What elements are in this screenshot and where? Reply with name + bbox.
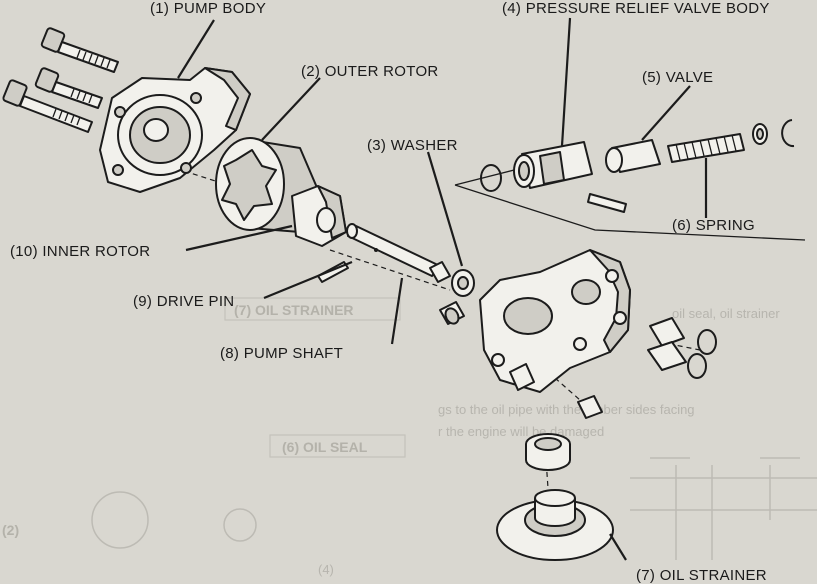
pump-bolts (2, 27, 119, 133)
bolt-middle (34, 67, 103, 109)
leader-washer (426, 151, 464, 267)
leader-pump-shaft (390, 277, 404, 345)
dowel-pin-lower (577, 395, 603, 419)
washer (451, 269, 475, 297)
pump-body (99, 67, 251, 193)
oil-strainer (496, 489, 614, 561)
snap-ring (781, 119, 795, 148)
label-drive-pin: (9) DRIVE PIN (133, 293, 234, 310)
ghost-note-line-1: oil seal, oil strainer (672, 306, 780, 321)
label-valve: (5) VALVE (642, 69, 713, 86)
relief-valve-o-ring (480, 164, 502, 192)
leader-outer-rotor (261, 77, 321, 141)
leader-relief-valve-body (560, 17, 572, 147)
ghost-ref-4: (4) (318, 562, 334, 577)
ghost-oil-strainer-text: (7) OIL STRAINER (234, 302, 354, 318)
spring-washer (752, 123, 768, 145)
leader-inner-rotor (185, 224, 293, 252)
pressure-relief-valve-body (513, 141, 593, 189)
leader-pump-body (177, 19, 215, 79)
sleeve-left (439, 301, 465, 325)
inner-rotor (291, 185, 347, 247)
label-oil-strainer: (7) OIL STRAINER (636, 567, 767, 584)
relief-valve (605, 139, 661, 173)
label-pump-shaft: (8) PUMP SHAFT (220, 345, 343, 362)
collar-upper (649, 317, 685, 347)
pump-shaft (346, 223, 451, 283)
ghost-note-line-3: r the engine will be damaged (438, 424, 604, 439)
relief-valve-spring (667, 133, 745, 163)
leader-lines (177, 17, 708, 561)
ghost-pipe-sketch (91, 457, 817, 560)
label-pressure-relief-valve-body: (4) PRESSURE RELIEF VALVE BODY (502, 0, 770, 17)
ghost-note-line-2: gs to the oil pipe with the rubber sides… (438, 402, 695, 417)
leader-valve (641, 85, 691, 141)
label-pump-body: (1) PUMP BODY (150, 0, 266, 17)
leader-drive-pin (263, 260, 353, 300)
collar-lower (647, 341, 687, 371)
label-washer: (3) WASHER (367, 137, 458, 154)
label-outer-rotor: (2) OUTER ROTOR (301, 63, 439, 80)
bolt-bottom (2, 79, 93, 133)
bolt-top (40, 27, 119, 73)
pump-cover (479, 249, 631, 393)
label-spring: (6) SPRING (672, 217, 755, 234)
part-labels: (1) PUMP BODY (2) OUTER ROTOR (3) WASHER… (10, 0, 770, 584)
leader-oil-strainer (609, 533, 627, 561)
relief-valve-roll-pin (587, 193, 627, 213)
ghost-ref-12: (2) (2, 522, 19, 538)
ghost-oil-seal-text: (6) OIL SEAL (282, 439, 368, 455)
o-ring-upper (697, 329, 717, 355)
o-ring-lower (687, 353, 707, 379)
label-inner-rotor: (10) INNER ROTOR (10, 243, 150, 260)
oil-seal (525, 433, 571, 471)
background-bleed-through: (7) OIL STRAINER (6) OIL SEAL oil seal, … (2, 297, 817, 577)
